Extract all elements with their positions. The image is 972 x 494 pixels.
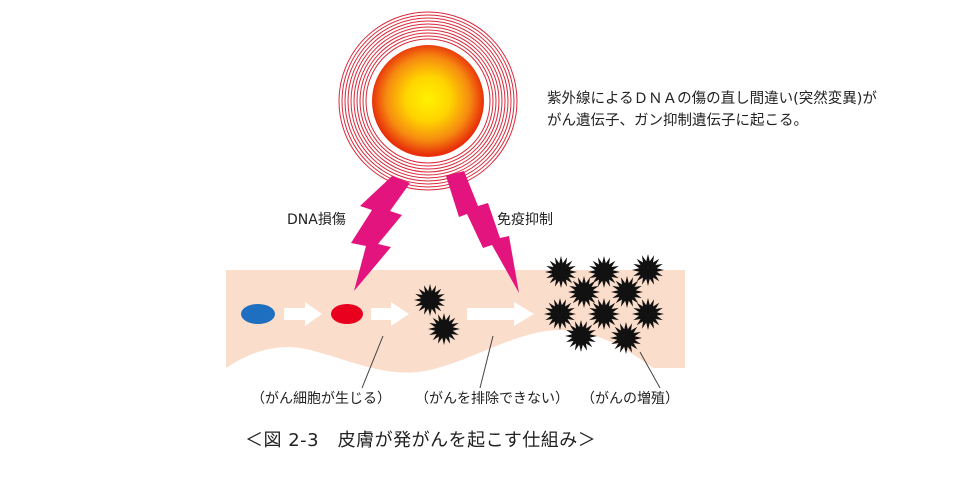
spiky-cancer-cell-icon xyxy=(565,320,597,352)
cancer-cell xyxy=(331,304,363,324)
right-arrow-icon xyxy=(467,302,534,326)
spiky-cancer-cell-icon xyxy=(545,256,577,288)
spiky-cancer-cell-icon xyxy=(611,276,643,308)
sun-ring xyxy=(344,17,512,185)
spiky-cancer-cell-icon xyxy=(610,322,642,354)
sun-ring xyxy=(338,11,518,191)
spiky-cancer-cell-icon xyxy=(544,298,576,330)
sun-icon xyxy=(338,11,518,191)
normal-cell xyxy=(241,304,275,324)
spiky-cancer-cell-icon xyxy=(632,254,664,286)
sun-ring xyxy=(350,23,506,179)
spiky-cancer-cell-icon xyxy=(414,284,446,316)
sun-ring xyxy=(359,32,497,170)
sun-ring xyxy=(362,35,494,167)
lightning-bolt-icon xyxy=(351,176,410,291)
sun-ring xyxy=(365,38,491,164)
spiky-cancer-cell-icon xyxy=(568,276,600,308)
sun-ring xyxy=(341,14,515,188)
sun-ring xyxy=(347,20,509,182)
explanation-text: 紫外線によるＤＮＡの傷の直し間違い(突然変異)が がん遺伝子、ガン抑制遺伝子に起… xyxy=(547,88,877,132)
leader-line-stage2 xyxy=(479,335,494,389)
spiky-cancer-cell-icon xyxy=(632,298,664,330)
sun-ring xyxy=(356,29,500,173)
caption-stage1: （がん細胞が生じる） xyxy=(251,391,391,407)
caption-stage2: （がんを排除できない） xyxy=(415,391,569,407)
sun-ring xyxy=(353,26,503,176)
right-arrow-icon xyxy=(371,302,409,326)
sun-rings xyxy=(338,11,518,191)
lightning-bolt-icon xyxy=(446,171,519,293)
spiky-cancer-cell-icon xyxy=(588,298,620,330)
spiky-cancer-cell-icon xyxy=(428,313,460,345)
leader-line-stage3 xyxy=(639,351,661,389)
right-arrow-icon xyxy=(284,302,322,326)
figure-title: ＜図 2-3 皮膚が発がんを起こす仕組み＞ xyxy=(245,430,597,451)
leader-line-stage1 xyxy=(361,335,384,389)
caption-stage3: （がんの増殖） xyxy=(581,391,679,407)
spiky-cancer-cells xyxy=(414,254,664,354)
dna-damage-label: DNA損傷 xyxy=(287,212,346,228)
sun-disk xyxy=(372,45,484,157)
explanation-line-2: がん遺伝子、ガン抑制遺伝子に起こる。 xyxy=(547,113,808,129)
immune-suppression-label: 免疫抑制 xyxy=(497,212,553,228)
skin-layer xyxy=(226,270,685,373)
explanation-line-1: 紫外線によるＤＮＡの傷の直し間違い(突然変異)が xyxy=(547,91,877,107)
spiky-cancer-cell-icon xyxy=(588,256,620,288)
